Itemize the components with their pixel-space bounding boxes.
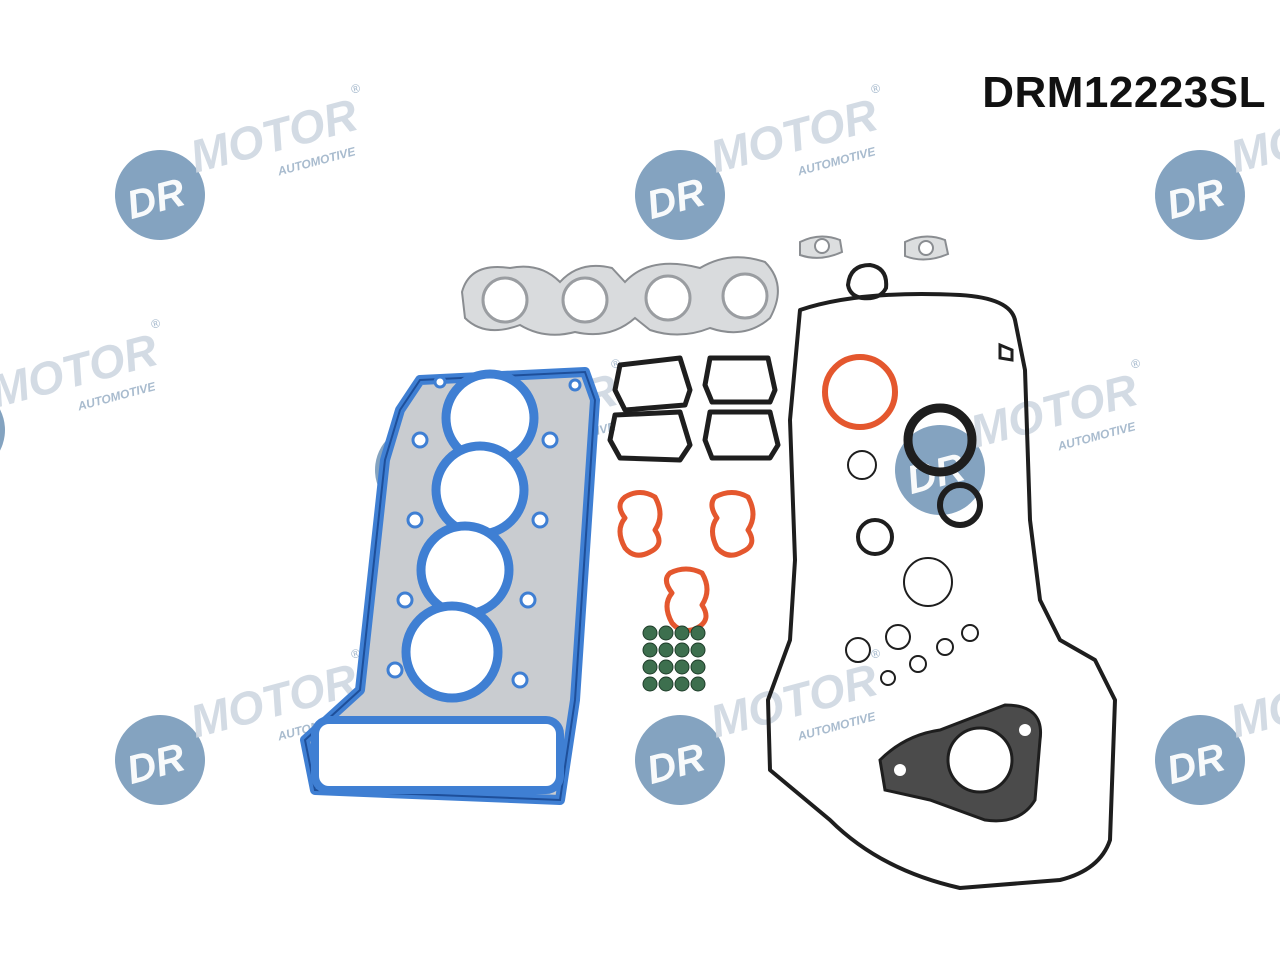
part-code-label: DRM12223SL	[982, 68, 1266, 117]
exhaust-manifold-gasket	[460, 256, 779, 336]
watermark-layer	[0, 80, 1280, 816]
black-port-gaskets	[607, 355, 781, 463]
vacuum-pump-gasket	[878, 703, 1043, 823]
small-flange-gaskets	[799, 235, 950, 301]
intake-manifold-seals	[617, 354, 898, 634]
valve-cover-gasket	[766, 292, 1117, 890]
valve-stem-seals	[642, 625, 706, 692]
cylinder-head-gasket	[300, 367, 600, 805]
o-ring-set	[845, 403, 983, 686]
